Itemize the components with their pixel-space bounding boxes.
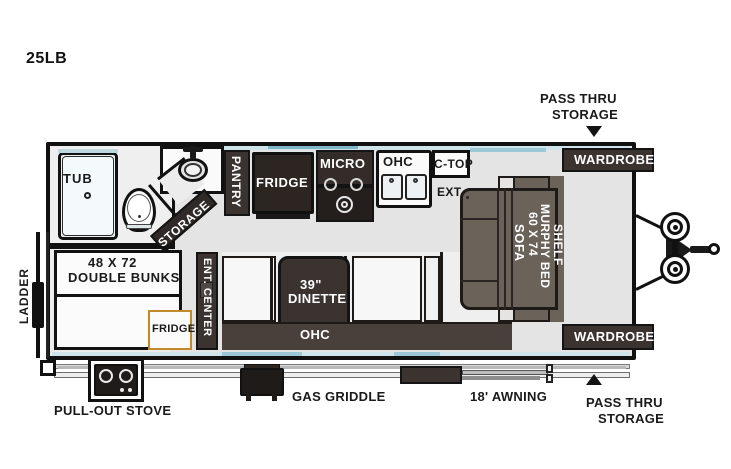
arrow-down-icon — [586, 126, 602, 137]
ohc-knob-right-icon — [413, 178, 418, 183]
ladder-icon — [32, 282, 44, 328]
sofa-label: SOFA — [512, 224, 528, 262]
rear-bumper-icon — [40, 360, 56, 376]
wardrobe-bottom-block — [562, 324, 654, 350]
stove-burner-icon — [99, 369, 113, 383]
dinette-post-far — [440, 252, 443, 350]
refrigerator-base — [256, 214, 310, 219]
ohc-knob-left-icon — [389, 178, 394, 183]
refrigerator-block — [252, 152, 314, 214]
dinette-size-label: 39" — [300, 277, 322, 292]
entertainment-center-block — [196, 252, 218, 350]
sofa-seam-top — [460, 218, 498, 220]
pass-thru-top-label-line1: PASS THRU — [540, 91, 617, 106]
burner-icon — [324, 178, 337, 191]
pantry-block — [224, 150, 250, 216]
murphy-seam-1 — [497, 188, 499, 310]
outdoor-fridge-box — [148, 310, 192, 350]
ohc-upper-label: OHC — [383, 154, 414, 169]
burner-icon — [336, 196, 353, 213]
bunk-label: DOUBLE BUNKS — [68, 270, 180, 285]
refrigerator-label: FRIDGE — [256, 175, 309, 190]
sofa-block — [460, 188, 558, 310]
tub-label: TUB — [63, 171, 93, 186]
second-door-icon — [394, 352, 440, 356]
murphy-bed-label: MURPHY BED — [537, 204, 552, 289]
bunk-divider-wall — [50, 246, 175, 249]
countertop-extension-block — [432, 150, 470, 178]
wardrobe-top-label: WARDROBE — [574, 152, 655, 167]
bunk-size-label: 48 X 72 — [88, 255, 138, 270]
gas-griddle-label: GAS GRIDDLE — [292, 389, 386, 404]
wardrobe-bottom-label: WARDROBE — [574, 329, 655, 344]
ohc-door-left-icon — [381, 174, 403, 200]
entry-door-icon — [222, 352, 302, 356]
propane-tank-icon — [660, 254, 690, 284]
murphy-seam-2 — [504, 188, 506, 310]
hitch-ball-icon — [708, 243, 720, 255]
model-number-label: 25LB — [26, 50, 68, 67]
ctop-ext-label: EXT. — [437, 185, 464, 199]
dinette-post-left — [270, 256, 273, 322]
cooktop-block — [316, 186, 374, 222]
microwave-label: MICRO — [320, 156, 366, 171]
ctop-label: C-TOP — [434, 157, 474, 171]
awning-end-cap-icon — [546, 374, 553, 383]
pass-thru-bottom-label-line1: PASS THRU — [586, 395, 663, 410]
chassis-rail — [58, 366, 626, 369]
murphy-size-label: 60 X 74 — [525, 212, 540, 257]
sofa-seam-bottom — [460, 280, 498, 282]
window-kitchen-icon — [268, 146, 358, 149]
stove-burner-icon — [119, 369, 133, 383]
toilet-tank-icon — [126, 224, 152, 229]
awning-arm-shadow — [462, 376, 540, 380]
murphy-seam-3 — [511, 188, 513, 310]
outdoor-fridge-label: FRIDGE — [152, 323, 196, 335]
sofa-corner-dot — [466, 196, 469, 199]
stove-knob-icon — [128, 388, 132, 392]
window-front-icon — [470, 148, 546, 152]
shelf-label: SHELF — [550, 224, 565, 266]
sink-basin-icon — [184, 163, 202, 177]
gas-griddle-block — [240, 368, 284, 396]
awning-housing — [400, 366, 462, 384]
toilet-center-dot — [138, 215, 141, 218]
pass-thru-bottom-label-line2: STORAGE — [598, 411, 665, 426]
ohc-door-right-icon — [405, 174, 427, 200]
entertainment-center-label: ENT. CENTER — [200, 258, 213, 337]
pass-thru-top-label-line2: STORAGE — [552, 107, 619, 122]
tub-drain-icon — [84, 192, 91, 199]
stove-knob-icon — [120, 388, 124, 392]
dinette-label: DINETTE — [288, 291, 347, 306]
overhead-cabinet-lower — [222, 322, 512, 350]
awning-arm — [462, 370, 548, 375]
tv-icon — [200, 282, 213, 298]
griddle-leg-icon — [272, 394, 277, 401]
bunk-split-line — [54, 294, 182, 297]
hitch-coupler-icon — [690, 246, 712, 253]
arrow-up-icon — [586, 374, 602, 385]
shell-bottom-trim — [52, 352, 630, 356]
faucet-spout-icon — [190, 146, 196, 159]
ohc-lower-label: OHC — [300, 327, 331, 342]
pull-out-stove-label: PULL-OUT STOVE — [54, 403, 172, 418]
propane-tank-ring-icon — [667, 261, 683, 277]
awning-label: 18' AWNING — [470, 389, 548, 404]
propane-brace — [672, 242, 678, 256]
wardrobe-top-block — [562, 148, 654, 172]
burner-icon — [350, 178, 363, 191]
griddle-leg-icon — [246, 394, 251, 401]
awning-end-cap-icon — [546, 364, 553, 373]
propane-tank-ring-icon — [667, 219, 683, 235]
propane-tank-center-icon — [673, 225, 678, 230]
propane-tank-center-icon — [673, 267, 678, 272]
burner-center-icon — [341, 201, 348, 208]
pantry-label: PANTRY — [228, 156, 243, 208]
ladder-label: LADDER — [17, 268, 31, 324]
ladder-rail-inner — [46, 232, 49, 358]
dinette-bench-far-right — [424, 256, 440, 322]
dinette-bench-right — [352, 256, 422, 322]
dinette-bench-left — [222, 256, 276, 322]
tub-lip — [58, 149, 118, 153]
